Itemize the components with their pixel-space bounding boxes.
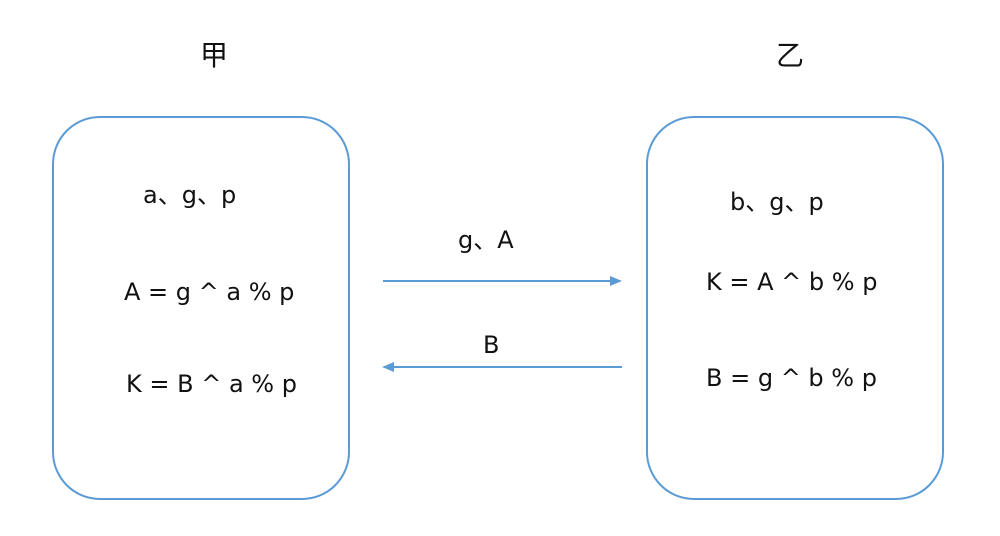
party-a-title: 甲 [200,39,229,72]
arrow-to-left [382,362,622,372]
arrow-to-left-label: B [483,331,500,359]
arrow-to-right-label: g、A [458,226,514,254]
party-a-box [52,116,350,500]
party-a-vars: a、g、p [143,181,237,209]
party-a-shared-key: K = B ^ a % p [126,370,297,398]
party-a-public-key: A = g ^ a % p [124,278,295,306]
party-b-vars: b、g、p [730,188,824,216]
party-b-public-key: B = g ^ b % p [706,364,877,392]
party-b-shared-key: K = A ^ b % p [706,268,878,296]
party-b-box [646,116,944,500]
arrow-to-right [383,276,622,286]
party-b-title: 乙 [776,39,805,72]
